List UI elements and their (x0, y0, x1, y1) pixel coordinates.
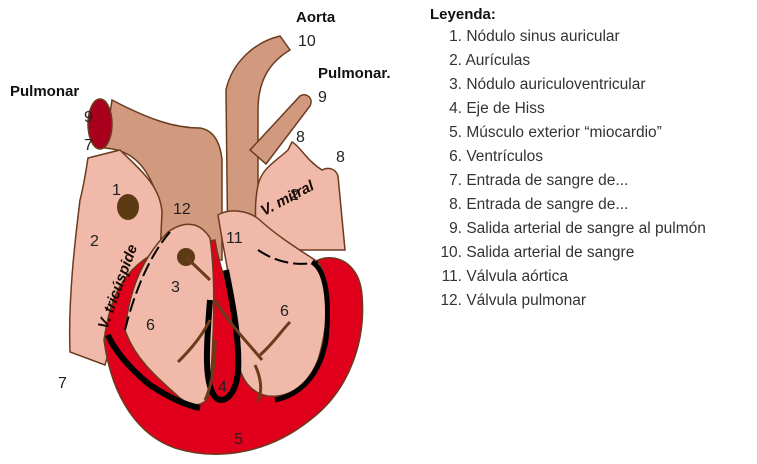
legend-item-text: Aurículas (465, 52, 530, 69)
label-4: 4 (218, 379, 227, 396)
legend-item-number: 11. (430, 265, 462, 289)
legend-item-text: Válvula pulmonar (466, 292, 586, 309)
legend-item-text: Nódulo sinus auricular (466, 28, 619, 45)
legend-item-number: 12. (430, 289, 462, 313)
label-2-left: 2 (90, 233, 99, 250)
legend-item: 11. Válvula aórtica (430, 265, 750, 289)
legend-item-text: Entrada de sangre de... (466, 196, 628, 213)
label-8-b: 8 (336, 149, 345, 166)
legend-item-text: Ventrículos (466, 148, 543, 165)
label-3: 3 (171, 279, 180, 296)
label-1: 1 (112, 182, 121, 199)
legend-item-number: 5. (430, 121, 462, 145)
legend-item-text: Salida arterial de sangre al pulmón (466, 220, 706, 237)
legend-title: Leyenda: (430, 6, 750, 23)
legend-item-text: Salida arterial de sangre (466, 244, 634, 261)
label-12: 12 (173, 201, 191, 218)
legend-item: 12. Válvula pulmonar (430, 289, 750, 313)
legend-item: 8. Entrada de sangre de... (430, 193, 750, 217)
legend-item-number: 6. (430, 145, 462, 169)
heart-illustration: Aorta Pulmonar Pulmonar. 10 9 9 7 7 8 8 … (10, 9, 391, 454)
legend-item: 7. Entrada de sangre de... (430, 169, 750, 193)
legend-item: 6. Ventrículos (430, 145, 750, 169)
legend-item-number: 4. (430, 97, 462, 121)
legend-item: 2. Aurículas (430, 49, 750, 73)
legend-item-text: Nódulo auriculoventricular (466, 76, 645, 93)
pulmonar-left-label: Pulmonar (10, 83, 79, 100)
legend-item: 3. Nódulo auriculoventricular (430, 73, 750, 97)
legend-item-number: 1. (430, 25, 462, 49)
legend-item-number: 10. (430, 241, 462, 265)
legend-item: 10. Salida arterial de sangre (430, 241, 750, 265)
label-5: 5 (234, 431, 243, 448)
label-9-left: 9 (84, 109, 93, 126)
label-6-right: 6 (280, 303, 289, 320)
legend-item-text: Eje de Hiss (466, 100, 544, 117)
label-8-a: 8 (296, 129, 305, 146)
legend-item: 1. Nódulo sinus auricular (430, 25, 750, 49)
legend-item-number: 3. (430, 73, 462, 97)
legend-item: 4. Eje de Hiss (430, 97, 750, 121)
label-11: 11 (226, 230, 243, 247)
legend-item-number: 7. (430, 169, 462, 193)
legend-list: 1. Nódulo sinus auricular 2. Aurículas 3… (430, 25, 750, 313)
legend-item: 5. Músculo exterior “miocardio” (430, 121, 750, 145)
legend-item-text: Entrada de sangre de... (466, 172, 628, 189)
label-7-bottom: 7 (58, 375, 67, 392)
label-9-right: 9 (318, 89, 327, 106)
legend-item-number: 2. (430, 49, 462, 73)
label-7-top: 7 (84, 137, 93, 154)
legend-item-number: 8. (430, 193, 462, 217)
aorta-label: Aorta (296, 9, 336, 26)
legend-item: 9. Salida arterial de sangre al pulmón (430, 217, 750, 241)
legend-item-text: Músculo exterior “miocardio” (466, 124, 662, 141)
legend-item-text: Válvula aórtica (466, 268, 568, 285)
pulmonar-right-label: Pulmonar. (318, 65, 391, 82)
legend: Leyenda: 1. Nódulo sinus auricular 2. Au… (430, 6, 750, 313)
label-6-left: 6 (146, 317, 155, 334)
label-10: 10 (298, 33, 316, 50)
legend-item-number: 9. (430, 217, 462, 241)
